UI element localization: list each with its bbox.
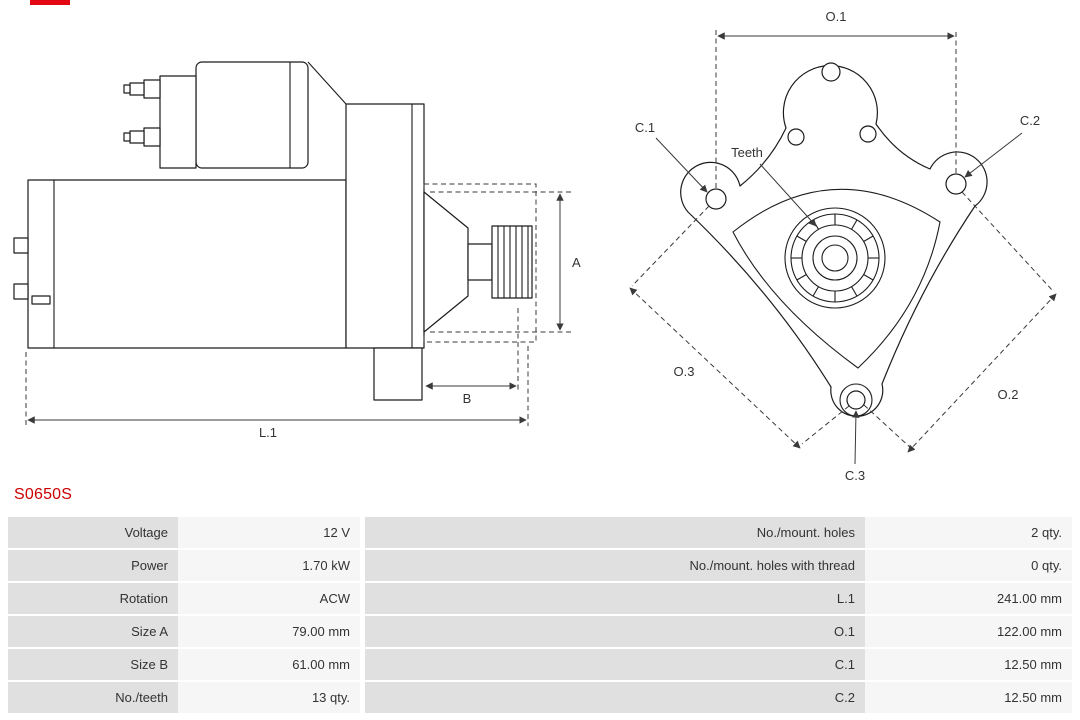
spec-value: 12.50 mm	[865, 682, 1072, 713]
teeth-callout: Teeth	[731, 145, 817, 227]
dim-l1: L.1	[25, 346, 529, 440]
dim-c3-label: C.3	[845, 468, 865, 483]
solenoid	[123, 61, 309, 169]
dim-o1: O.1	[715, 9, 957, 188]
spec-label: L.1	[365, 583, 865, 614]
spec-value: 2 qty.	[865, 517, 1072, 548]
spec-table-right: No./mount. holes 2 qty. No./mount. holes…	[365, 517, 1072, 713]
dim-c2-label: C.2	[1020, 113, 1040, 128]
as-pl-logo	[30, 0, 70, 5]
spec-label: Size A	[8, 616, 178, 647]
spec-label: No./mount. holes	[365, 517, 865, 548]
dim-b: B	[425, 308, 519, 406]
dim-o1-label: O.1	[826, 9, 847, 24]
spec-label: No./mount. holes with thread	[365, 550, 865, 581]
front-view-drawing: O.1 C.1 C.2 Teeth O.3 O.2	[629, 9, 1057, 483]
motor-body	[13, 179, 347, 349]
drive-end-bracket	[307, 61, 425, 401]
teeth-label: Teeth	[731, 145, 763, 160]
spec-value: 0 qty.	[865, 550, 1072, 581]
technical-drawings: A B L.1	[13, 9, 1057, 483]
spec-label: No./teeth	[8, 682, 178, 713]
dim-o2: O.2	[863, 191, 1057, 453]
dim-b-label: B	[463, 391, 472, 406]
spec-value: 79.00 mm	[178, 616, 360, 647]
side-view-drawing: A B L.1	[13, 61, 581, 440]
dim-a: A	[430, 191, 581, 333]
dim-c3: C.3	[845, 410, 865, 483]
dim-l1-label: L.1	[259, 425, 277, 440]
dim-c2: C.2	[964, 113, 1040, 178]
dim-c1: C.1	[635, 120, 708, 193]
spec-label: Size B	[8, 649, 178, 680]
spec-label: Voltage	[8, 517, 178, 548]
spec-label: Power	[8, 550, 178, 581]
spec-label: C.1	[365, 649, 865, 680]
spec-value: 12 V	[178, 517, 360, 548]
spec-label: Rotation	[8, 583, 178, 614]
spec-label: C.2	[365, 682, 865, 713]
spec-value: 241.00 mm	[865, 583, 1072, 614]
spec-value: 12.50 mm	[865, 649, 1072, 680]
terminal-stud	[123, 127, 161, 147]
mounting-holes	[705, 62, 967, 417]
dim-o3: O.3	[629, 205, 850, 449]
dim-a-label: A	[572, 255, 581, 270]
pinion-gear	[423, 183, 537, 343]
spec-label: O.1	[365, 616, 865, 647]
dim-o2-label: O.2	[998, 387, 1019, 402]
spec-value: 1.70 kW	[178, 550, 360, 581]
dim-c1-label: C.1	[635, 120, 655, 135]
spec-value: ACW	[178, 583, 360, 614]
spec-value: 13 qty.	[178, 682, 360, 713]
spec-table-left: Voltage 12 V Power 1.70 kW Rotation ACW …	[8, 517, 360, 713]
part-number: S0650S	[14, 486, 73, 503]
spec-value: 122.00 mm	[865, 616, 1072, 647]
mounting-flange	[680, 65, 988, 417]
terminal-stud	[123, 79, 161, 99]
spec-value: 61.00 mm	[178, 649, 360, 680]
dim-o3-label: O.3	[674, 364, 695, 379]
